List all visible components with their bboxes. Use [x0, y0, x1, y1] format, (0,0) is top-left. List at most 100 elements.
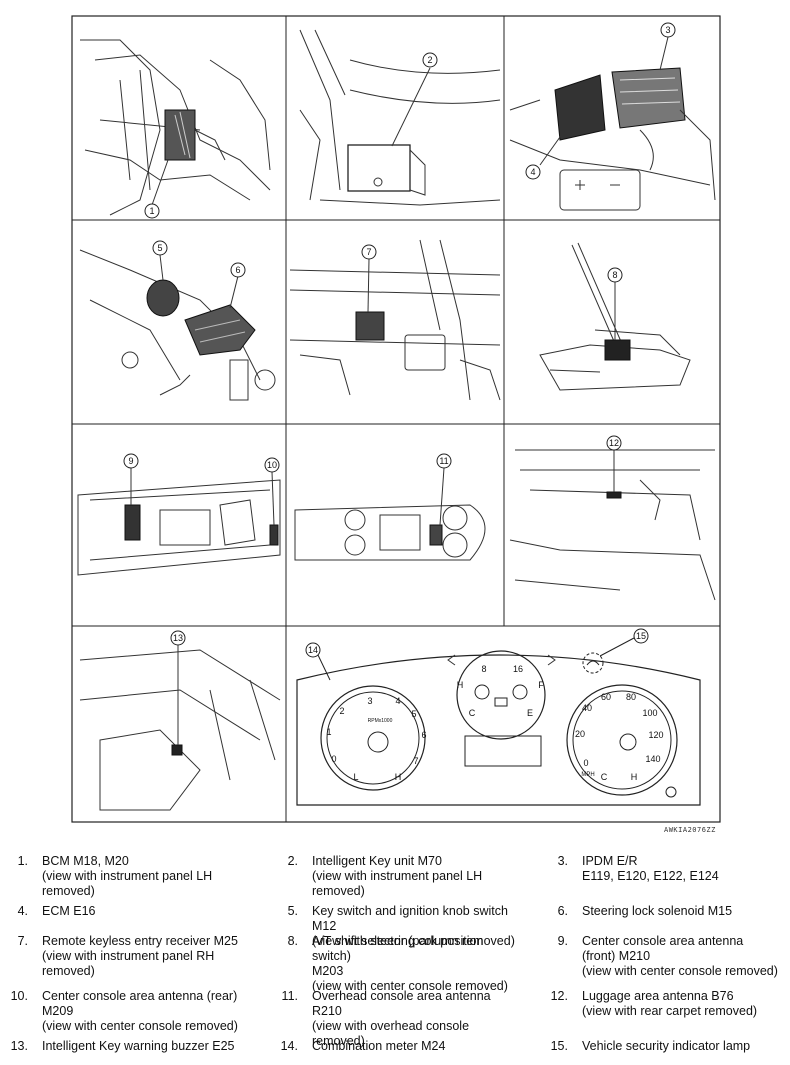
- callout-5: 5: [152, 240, 168, 256]
- legend-number: 12.: [550, 989, 568, 1003]
- speed-tick-80: 80: [626, 692, 636, 702]
- center-f: F: [538, 680, 544, 690]
- callout-11: 11: [436, 453, 452, 469]
- legend-text: IPDM E/R E119, E120, E122, E124: [582, 854, 719, 883]
- speed-tick-40: 40: [582, 703, 592, 713]
- tach-unit: RPMx1000: [368, 718, 393, 724]
- legend-number: 4.: [17, 904, 28, 918]
- meter-arrows: [447, 654, 556, 666]
- panel-warning-buzzer: [79, 645, 281, 811]
- legend-number: 5.: [287, 904, 298, 918]
- tach-tick-7: 7: [413, 756, 418, 766]
- legend-number: 15.: [550, 1039, 568, 1053]
- panel-center-console: [77, 468, 281, 576]
- svg-text:3: 3: [665, 25, 670, 35]
- svg-text:1: 1: [149, 206, 154, 216]
- legend-text: Intelligent Key warning buzzer E25: [42, 1039, 235, 1053]
- legend-text: Key switch and ignition knob switch M12 …: [312, 904, 515, 948]
- callout-15: 15: [633, 628, 649, 644]
- svg-text:15: 15: [636, 631, 646, 641]
- panel-bcm: [80, 39, 271, 216]
- legend-text: Intelligent Key unit M70 (view with inst…: [312, 854, 483, 898]
- panel-keyless-receiver: [289, 239, 501, 401]
- panel-luggage-area: [509, 449, 716, 601]
- speed-tick-100: 100: [642, 708, 657, 718]
- panel-shift-selector: [539, 242, 691, 391]
- svg-text:8: 8: [612, 270, 617, 280]
- legend-number: 9.: [557, 934, 568, 948]
- tach-tick-0: 0: [331, 754, 336, 764]
- legend-text: ECM E16: [42, 904, 96, 918]
- svg-text:11: 11: [439, 456, 448, 466]
- svg-text:5: 5: [157, 243, 162, 253]
- legend-text: Luggage area antenna B76 (view with rear…: [582, 989, 758, 1018]
- callout-8: 8: [607, 267, 623, 283]
- callout-7: 7: [361, 244, 377, 260]
- legend-text: Combination meter M24: [312, 1039, 446, 1053]
- callout-6: 6: [230, 262, 246, 278]
- legend-number: 10.: [10, 989, 28, 1003]
- callout-12: 12: [606, 435, 622, 451]
- svg-text:7: 7: [366, 247, 371, 257]
- legend-number: 1.: [17, 854, 28, 868]
- svg-text:10: 10: [267, 460, 277, 470]
- callout-9: 9: [123, 453, 139, 469]
- svg-text:6: 6: [235, 265, 240, 275]
- legend-text: Steering lock solenoid M15: [582, 904, 733, 918]
- center-tick-16: 16: [513, 664, 523, 674]
- panel-ipdm-ecm: [509, 36, 716, 211]
- legend-number: 6.: [557, 904, 568, 918]
- legend-text: Overhead console area antenna R210 (view…: [312, 989, 491, 1048]
- svg-text:2: 2: [427, 55, 432, 65]
- legend-number: 3.: [557, 854, 568, 868]
- svg-text:13: 13: [173, 633, 183, 643]
- center-e: E: [527, 708, 533, 718]
- callout-14: 14: [305, 642, 321, 658]
- tach-tick-1: 1: [326, 727, 331, 737]
- legend: 1. BCM M18, M20 (view with instrument pan…: [0, 854, 790, 1065]
- speed-tick-0: 0: [583, 758, 588, 768]
- center-tick-8: 8: [481, 664, 486, 674]
- callout-13: 13: [170, 630, 186, 646]
- tach-tick-4: 4: [395, 696, 400, 706]
- speed-unit: MPH: [581, 772, 594, 778]
- svg-text:9: 9: [128, 456, 133, 466]
- svg-text:14: 14: [308, 645, 318, 655]
- tach-tick-2: 2: [339, 706, 344, 716]
- component-location-diagram: 0 1 2 3 4 5 6 7 RPMx1000 L H 8 16 H F C …: [71, 15, 721, 823]
- speed-h: H: [631, 772, 638, 782]
- legend-number: 14.: [280, 1039, 298, 1053]
- legend-text: Remote keyless entry receiver M25 (view …: [42, 934, 238, 978]
- speed-tick-120: 120: [648, 730, 663, 740]
- tach-high: H: [395, 772, 402, 782]
- combination-meter: [296, 650, 701, 806]
- svg-text:4: 4: [530, 167, 535, 177]
- figure-code: AWKIA2076ZZ: [664, 826, 716, 834]
- panel-overhead-console: [294, 467, 486, 561]
- speed-tick-20: 20: [575, 729, 585, 739]
- panel-key-switch: [79, 249, 276, 401]
- tach-low: L: [353, 772, 358, 782]
- center-c: C: [469, 708, 476, 718]
- callout-2: 2: [422, 52, 438, 68]
- legend-text: BCM M18, M20 (view with instrument panel…: [42, 854, 213, 898]
- tach-tick-3: 3: [367, 696, 372, 706]
- legend-text: A/T shift selector (park position switch…: [312, 934, 508, 993]
- legend-number: 7.: [17, 934, 28, 948]
- tach-tick-5: 5: [411, 709, 416, 719]
- callout-10: 10: [264, 457, 280, 473]
- legend-number: 8.: [287, 934, 298, 948]
- speed-c: C: [601, 772, 608, 782]
- legend-text: Center console area antenna (front) M210…: [582, 934, 778, 978]
- callout-3: 3: [660, 22, 676, 38]
- speed-tick-60: 60: [601, 692, 611, 702]
- legend-number: 2.: [287, 854, 298, 868]
- speed-tick-140: 140: [645, 754, 660, 764]
- legend-number: 13.: [10, 1039, 28, 1053]
- legend-number: 11.: [281, 989, 298, 1003]
- tach-tick-6: 6: [421, 730, 426, 740]
- svg-text:12: 12: [609, 438, 619, 448]
- panel-intelligent-key-unit: [299, 29, 501, 206]
- legend-text: Vehicle security indicator lamp: [582, 1039, 751, 1053]
